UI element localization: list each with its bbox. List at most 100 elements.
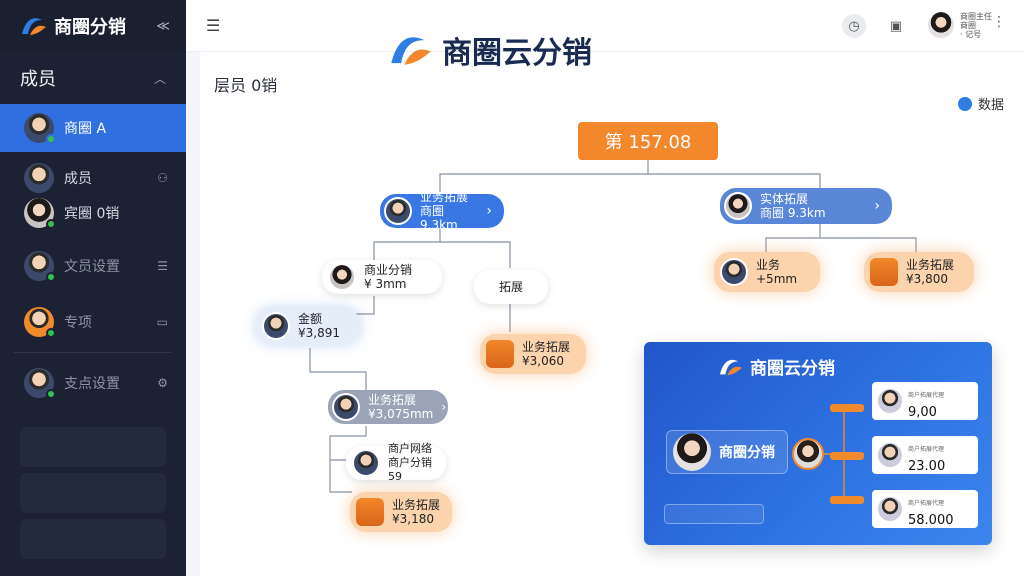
sidebar-item-circle-a[interactable]: 商圈 A: [0, 104, 186, 152]
tree-node-business-3800[interactable]: 业务拓展¥3,800: [864, 252, 974, 292]
tree-node-commercial-distribution[interactable]: 商业分销¥ 3mm: [322, 260, 442, 294]
sidebar-item-members[interactable]: 成员 ⚇: [0, 160, 186, 196]
card-row-value: 9,00: [908, 405, 937, 420]
node-text: 金额¥3,891: [298, 312, 340, 340]
card-main-label: 商圈分销: [719, 445, 775, 461]
online-status-dot: [46, 389, 56, 399]
node-value: ¥3,075mm: [368, 407, 434, 421]
data-button[interactable]: 数据: [957, 94, 1004, 113]
avatar: [673, 433, 711, 471]
avatar: [352, 449, 380, 477]
node-value: ¥3,800: [906, 272, 948, 286]
avatar: [792, 438, 824, 470]
sidebar-placeholder: [20, 473, 166, 513]
tree-node-business-3060[interactable]: 业务拓展¥3,060: [480, 334, 586, 374]
sidebar-item-label: 文员设置: [64, 259, 120, 275]
node-text: 业务拓展¥3,180: [392, 498, 440, 526]
node-value: ¥3,180: [392, 512, 434, 526]
node-title: 业务拓展: [522, 340, 571, 354]
node-text: 业务拓展¥3,800: [906, 258, 954, 286]
card-row-value: 58.000: [908, 513, 954, 528]
node-title: 拓展: [498, 280, 523, 294]
sidebar-item-label: 商圈 A: [64, 121, 107, 137]
online-status-dot: [46, 134, 56, 144]
card-logo-icon: [720, 359, 742, 375]
node-title: 业务拓展: [368, 393, 417, 407]
node-title: 实体拓展: [760, 192, 809, 206]
node-value: ¥ 3mm: [364, 277, 407, 291]
sidebar-item-distribution[interactable]: 宾圈 0销: [0, 196, 186, 230]
sidebar-item-branch-settings[interactable]: 支点设置 ⚙: [0, 359, 186, 407]
node-value: +5mm: [756, 272, 798, 286]
card-logo: 商圈云分销: [718, 354, 835, 379]
layout-icon[interactable]: ▣: [889, 18, 903, 34]
chevron-right-icon: ›: [874, 198, 880, 214]
node-text: 业务拓展¥3,075mm: [368, 393, 433, 421]
chevron-right-icon: ›: [486, 203, 492, 219]
connector-tag: [830, 404, 864, 412]
user-avatar[interactable]: [928, 12, 954, 38]
tree-node-amount[interactable]: 金额¥3,891: [256, 308, 360, 344]
card-footer-bar: [664, 504, 764, 524]
node-text: 商业分销¥ 3mm: [364, 263, 412, 291]
avatar: [24, 113, 56, 144]
tree-node-business-5mm[interactable]: 业务+5mm: [714, 252, 820, 292]
connector-tag: [830, 452, 864, 460]
sidebar-placeholder: [20, 519, 166, 559]
product-logo-text: 商圈云分销: [442, 36, 592, 71]
avatar: [24, 251, 56, 282]
node-value: 商户分销 59: [388, 456, 432, 483]
user-org: 商圈: [960, 21, 976, 30]
gear-icon[interactable]: ⚙: [157, 376, 168, 390]
sidebar-divider: [14, 352, 172, 353]
sidebar-item-label: 成员: [64, 171, 92, 187]
tree-node-business-3075[interactable]: 业务拓展¥3,075mm ›: [328, 390, 448, 424]
avatar: [724, 192, 752, 220]
avatar: [24, 198, 56, 229]
node-value: 商圈 9.3km: [420, 204, 458, 232]
node-title: 业务拓展: [392, 498, 441, 512]
menu-icon[interactable]: ☰: [206, 16, 221, 35]
brand: 商圈分销 ≪: [0, 0, 186, 52]
sidebar-item-label: 宾圈 0销: [64, 206, 120, 222]
page-title: 层员 0销: [214, 76, 278, 95]
members-section-header[interactable]: 成员 ︿: [0, 52, 186, 104]
tree-node-business-3180[interactable]: 业务拓展¥3,180: [350, 492, 452, 532]
sidebar-item-special[interactable]: 专项 ▭: [0, 298, 186, 346]
tree-node-business-expansion[interactable]: 业务拓展商圈 9.3km ›: [380, 190, 504, 232]
collapse-sidebar-icon[interactable]: ≪: [156, 18, 170, 34]
online-status-dot: [46, 219, 56, 229]
avatar: [384, 197, 412, 225]
tree-root-node[interactable]: 第 157.08: [578, 122, 718, 160]
node-value: ¥3,891: [298, 326, 340, 340]
avatar: [332, 393, 360, 421]
tree-node-entity-expansion[interactable]: 实体拓展商圈 9.3km ›: [720, 188, 892, 224]
sidebar-item-label: 支点设置: [64, 376, 120, 392]
clock-icon[interactable]: ◷: [842, 14, 866, 38]
brand-title: 商圈分销: [54, 17, 126, 38]
tree-node-merchant-network[interactable]: 商户网络商户分销 59: [346, 442, 446, 483]
tree-node-expansion[interactable]: 拓展: [474, 270, 548, 304]
avatar: [878, 443, 902, 467]
list-icon[interactable]: ☰: [157, 259, 168, 273]
folder-icon[interactable]: ▭: [156, 315, 168, 329]
chevron-down-icon: ︿: [153, 71, 166, 86]
group-icon[interactable]: ⚇: [157, 171, 168, 185]
avatar: [24, 163, 54, 193]
node-text: 商户网络商户分销 59: [388, 442, 434, 484]
card-main-node[interactable]: 商圈分销: [666, 430, 788, 474]
more-icon[interactable]: ⋮: [992, 14, 1006, 30]
avatar: [878, 497, 902, 521]
online-status-dot: [46, 272, 56, 282]
sidebar-item-label: 专项: [64, 315, 92, 331]
avatar: [24, 307, 56, 338]
sidebar-item-staff-settings[interactable]: 文员设置 ☰: [0, 242, 186, 290]
node-text: 业务+5mm: [756, 258, 797, 286]
